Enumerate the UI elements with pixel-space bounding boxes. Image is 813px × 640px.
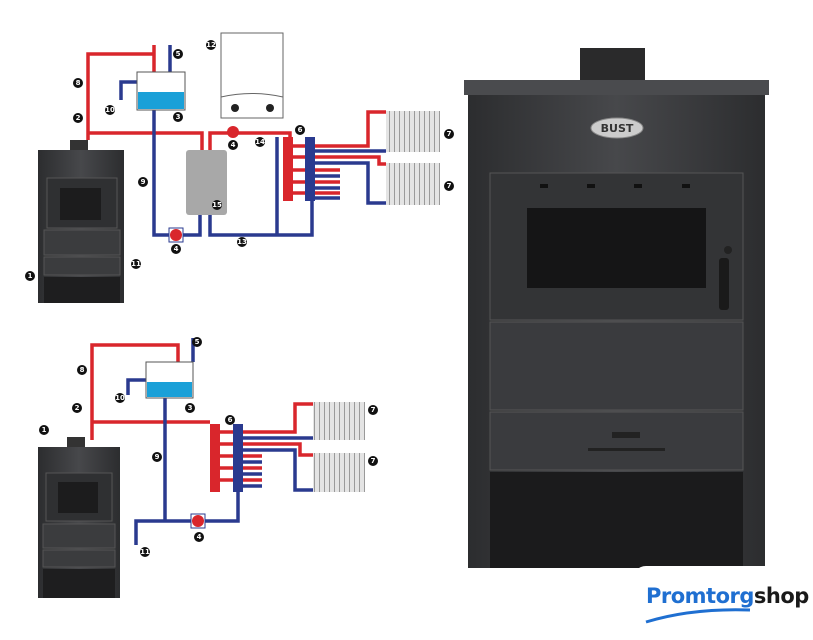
callout-number: 2 — [75, 404, 80, 412]
radiator — [386, 163, 440, 205]
callout-marker — [444, 129, 454, 139]
callout-number: 4 — [197, 533, 202, 541]
callout-marker — [73, 113, 83, 123]
callout-marker — [194, 532, 204, 542]
callout-number: 5 — [195, 338, 200, 346]
stove-main: BUST — [464, 48, 769, 568]
callout-marker — [295, 125, 305, 135]
callout-number: 12 — [206, 41, 216, 49]
callout-marker — [185, 403, 195, 413]
callout-number: 10 — [115, 394, 125, 402]
callout-marker — [105, 105, 115, 115]
callout-number: 5 — [176, 50, 181, 58]
callout-marker — [138, 177, 148, 187]
callout-marker — [237, 237, 247, 247]
callout-number: 7 — [447, 130, 452, 138]
callout-marker — [72, 403, 82, 413]
callout-marker — [368, 456, 378, 466]
gas-boiler — [220, 32, 284, 119]
callout-marker — [206, 40, 216, 50]
callout-number: 9 — [155, 453, 160, 461]
callout-number: 4 — [174, 245, 179, 253]
pump-icon — [170, 229, 182, 241]
callout-marker — [225, 415, 235, 425]
callout-marker — [368, 405, 378, 415]
radiator — [313, 402, 365, 440]
callout-marker — [140, 547, 150, 557]
callout-number: 7 — [371, 457, 376, 465]
callout-number: 8 — [80, 366, 85, 374]
callout-number: 10 — [105, 106, 115, 114]
callout-number: 1 — [28, 272, 33, 280]
callout-number: 7 — [371, 406, 376, 414]
buffer-tank — [186, 150, 227, 215]
callout-marker — [228, 140, 238, 150]
pump-icon — [227, 126, 239, 138]
pump-icon — [192, 515, 204, 527]
callout-number: 1 — [42, 426, 47, 434]
small-stove-bottom — [38, 437, 120, 598]
brand-logo: Promtorgshop — [632, 566, 813, 640]
callout-number: 3 — [176, 113, 181, 121]
callout-number: 11 — [131, 260, 141, 268]
callout-number: 9 — [141, 178, 146, 186]
top-diagram-pipes — [86, 45, 386, 237]
manifold-return — [305, 137, 315, 201]
manifold-return — [233, 424, 243, 492]
callout-number: 11 — [140, 548, 150, 556]
callout-number: 14 — [255, 138, 265, 146]
callout-marker — [115, 393, 125, 403]
manifold-supply — [283, 137, 293, 201]
callout-marker — [73, 78, 83, 88]
callout-number: 7 — [447, 182, 452, 190]
callout-marker — [173, 49, 183, 59]
callout-number: 6 — [298, 126, 303, 134]
callout-marker — [152, 452, 162, 462]
callout-marker — [212, 200, 222, 210]
callout-number: 2 — [76, 114, 81, 122]
callout-number: 8 — [76, 79, 81, 87]
manifold-supply — [210, 424, 220, 492]
callout-number: 6 — [228, 416, 233, 424]
callout-number: 3 — [188, 404, 193, 412]
stove-logo: BUST — [601, 122, 634, 135]
callout-marker — [444, 181, 454, 191]
callout-marker — [192, 337, 202, 347]
callout-marker — [131, 259, 141, 269]
small-stove-top — [38, 140, 124, 303]
callout-number: 15 — [212, 201, 222, 209]
callout-marker — [39, 425, 49, 435]
radiator — [313, 453, 365, 492]
callout-marker — [171, 244, 181, 254]
radiator — [386, 111, 440, 152]
callout-number: 13 — [237, 238, 247, 246]
callout-marker — [173, 112, 183, 122]
callout-marker — [77, 365, 87, 375]
callout-number: 4 — [231, 141, 236, 149]
callout-marker — [255, 137, 265, 147]
callout-marker — [25, 271, 35, 281]
